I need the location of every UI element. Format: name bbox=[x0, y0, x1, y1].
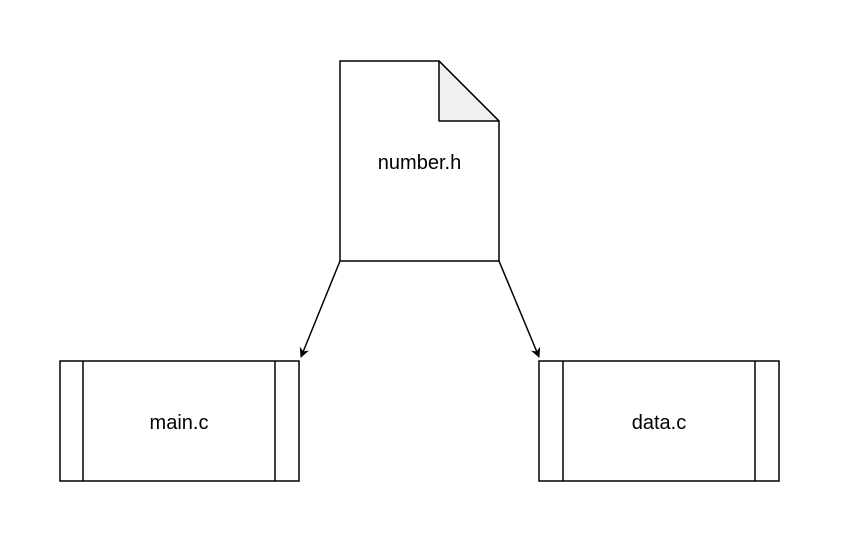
process-box bbox=[59, 360, 300, 482]
node-label-main-c: main.c bbox=[150, 412, 209, 434]
node-label-number-h: number.h bbox=[378, 152, 461, 174]
node-data-c[interactable]: data.c bbox=[538, 360, 780, 482]
document-fold bbox=[438, 60, 500, 122]
node-number-h[interactable]: number.h bbox=[339, 60, 500, 262]
edge-number-h-to-main-c bbox=[299, 260, 341, 358]
edge-number-h-to-data-c bbox=[498, 260, 541, 358]
node-label-data-c: data.c bbox=[632, 412, 686, 434]
process-box bbox=[538, 360, 780, 482]
node-main-c[interactable]: main.c bbox=[59, 360, 300, 482]
